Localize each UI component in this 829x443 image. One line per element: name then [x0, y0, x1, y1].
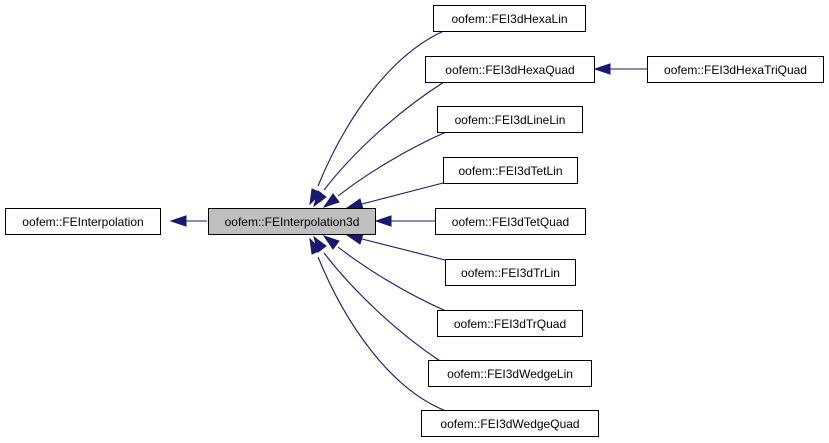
edge-tetlin-to-interp3d — [361, 182, 444, 205]
edge-hexaquad-to-interp3d — [323, 81, 445, 191]
node-fei3d-tr-quad[interactable]: oofem::FEI3dTrQuad — [437, 310, 583, 337]
edge-trquad-to-interp3d — [337, 246, 447, 312]
arrowhead-hexaquad — [313, 190, 327, 208]
node-label: oofem::FEInterpolation — [22, 215, 143, 229]
arrowhead-linelin — [322, 193, 340, 208]
node-fei3d-line-lin[interactable]: oofem::FEI3dLineLin — [437, 106, 583, 133]
node-fei3d-tet-lin[interactable]: oofem::FEI3dTetLin — [443, 157, 578, 184]
node-fei3d-tr-lin[interactable]: oofem::FEI3dTrLin — [445, 259, 576, 286]
node-label: oofem::FEInterpolation3d — [225, 215, 360, 229]
arrowhead-tetlin — [345, 198, 364, 210]
node-fei3d-hexa-quad[interactable]: oofem::FEI3dHexaQuad — [425, 56, 595, 83]
arrowhead-interp — [169, 215, 187, 227]
node-label: oofem::FEI3dHexaQuad — [445, 63, 574, 77]
arrowhead-wedgequad — [309, 237, 322, 255]
node-fei3d-tet-quad[interactable]: oofem::FEI3dTetQuad — [435, 208, 586, 235]
node-label: oofem::FEI3dTetLin — [458, 164, 562, 178]
node-fei3d-wedge-quad[interactable]: oofem::FEI3dWedgeQuad — [421, 410, 599, 437]
arrowhead-hexatriquad — [593, 63, 611, 75]
node-label: oofem::FEI3dTrQuad — [454, 317, 566, 331]
edge-wedgelin-to-interp3d — [323, 252, 441, 362]
node-label: oofem::FEI3dLineLin — [455, 113, 566, 127]
node-label: oofem::FEI3dWedgeQuad — [440, 417, 579, 431]
node-label: oofem::FEI3dWedgeLin — [447, 367, 573, 381]
edges — [169, 29, 647, 412]
arrowhead-tetquad — [374, 215, 392, 227]
edge-hexalin-to-interp3d — [317, 29, 447, 187]
node-label: oofem::FEI3dTetQuad — [452, 215, 569, 229]
edge-trlin-to-interp3d — [361, 238, 446, 261]
node-fei3d-hexa-lin[interactable]: oofem::FEI3dHexaLin — [433, 5, 586, 32]
node-fe-interpolation-3d[interactable]: oofem::FEInterpolation3d — [208, 208, 376, 235]
node-label: oofem::FEI3dHexaLin — [451, 12, 567, 26]
node-label: oofem::FEI3dTrLin — [461, 266, 560, 280]
node-label: oofem::FEI3dHexaTriQuad — [664, 63, 807, 77]
arrowhead-trlin — [345, 233, 364, 245]
node-fei3d-hexa-tri-quad[interactable]: oofem::FEI3dHexaTriQuad — [647, 56, 824, 83]
node-fe-interpolation[interactable]: oofem::FEInterpolation — [5, 208, 161, 235]
edge-wedgequad-to-interp3d — [317, 256, 447, 412]
edge-linelin-to-interp3d — [337, 131, 447, 197]
nodes: oofem::FEInterpolation oofem::FEInterpol… — [5, 5, 824, 437]
arrowhead-trquad — [322, 235, 340, 250]
node-fei3d-wedge-lin[interactable]: oofem::FEI3dWedgeLin — [428, 360, 592, 387]
